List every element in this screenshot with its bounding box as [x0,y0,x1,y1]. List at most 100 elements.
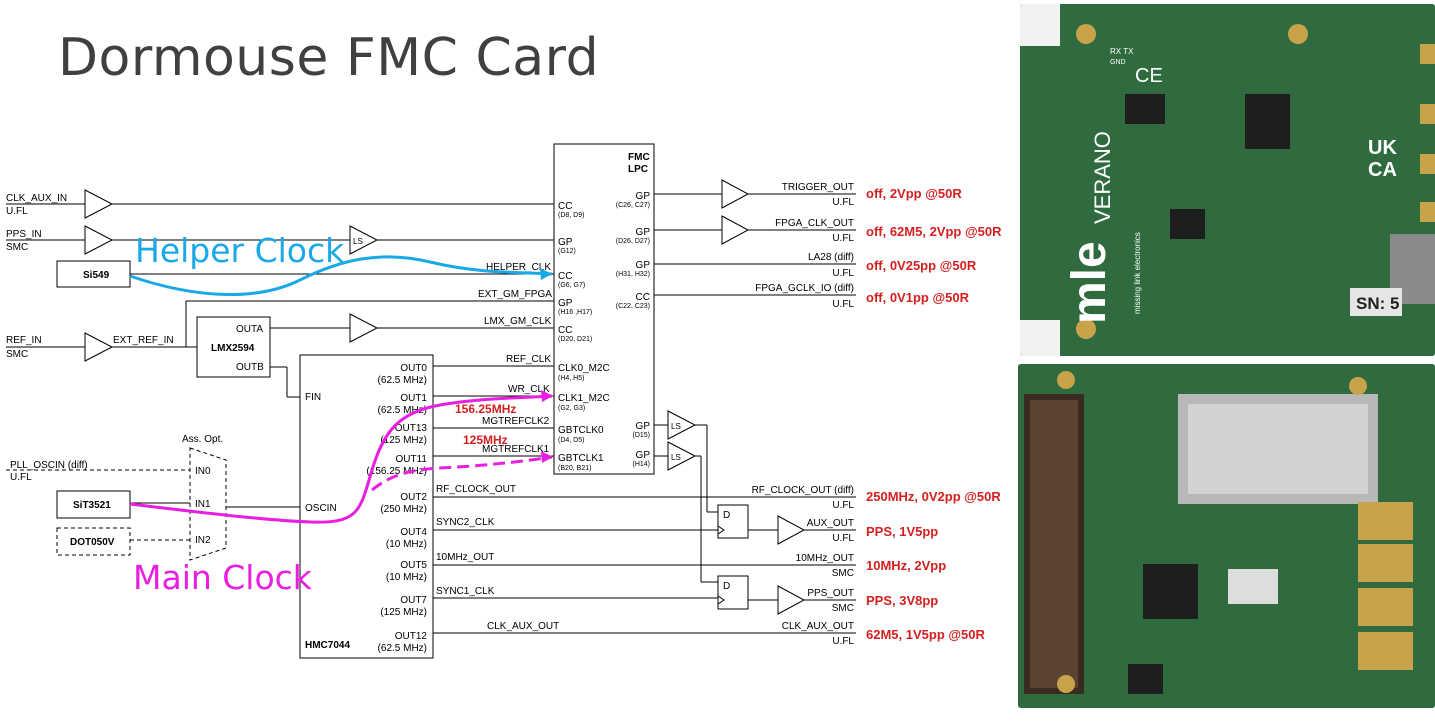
svg-text:IN0: IN0 [195,466,211,477]
svg-text:RX TX: RX TX [1110,47,1134,56]
svg-text:SN: 5: SN: 5 [1356,294,1399,313]
svg-text:RF_CLOCK_OUT: RF_CLOCK_OUT [436,484,516,495]
svg-text:CLK_AUX_OUT: CLK_AUX_OUT [782,621,854,632]
svg-text:GP: GP [636,191,651,202]
chip-icon [1128,664,1163,694]
input-buffer [84,332,114,362]
svg-text:IN1: IN1 [195,499,211,510]
svg-text:SMC: SMC [832,603,854,614]
svg-text:HELPER_CLK: HELPER_CLK [486,262,551,273]
svg-text:off, 2Vpp @50R: off, 2Vpp @50R [866,186,962,201]
si549-chip [56,260,131,288]
chip-icon [1170,209,1205,239]
connector-icon [1020,4,1060,46]
svg-text:(D15): (D15) [632,432,650,439]
svg-text:(250 MHz): (250 MHz) [380,504,427,515]
svg-text:FPGA_GCLK_IO (diff): FPGA_GCLK_IO (diff) [755,283,854,294]
svg-text:U.FL: U.FL [832,233,854,244]
svg-text:LA28 (diff): LA28 (diff) [808,252,854,263]
svg-text:(G6, G7): (G6, G7) [558,282,585,289]
svg-text:MGTREFCLK2: MGTREFCLK2 [482,416,550,427]
input-buffer [84,189,114,219]
svg-text:GND: GND [1110,59,1126,66]
output-specs: off, 2Vpp @50R off, 62M5, 2Vpp @50R off,… [866,186,1002,642]
svg-text:CC: CC [558,325,572,336]
svg-text:LS: LS [671,422,681,431]
svg-text:(10 MHz): (10 MHz) [386,572,427,583]
svg-text:(H14): (H14) [632,461,650,468]
svg-text:VERANO: VERANO [1090,131,1115,224]
svg-text:U.FL: U.FL [832,500,854,511]
svg-text:GP: GP [636,227,651,238]
smc-connector-icon [1358,588,1413,626]
svg-text:FMC: FMC [628,152,650,163]
svg-text:OUT12: OUT12 [395,631,428,642]
svg-text:GP: GP [636,260,651,271]
svg-text:U.FL: U.FL [10,472,32,483]
svg-text:mle: mle [1063,241,1116,324]
svg-text:Ass. Opt.: Ass. Opt. [182,434,223,445]
svg-text:U.FL: U.FL [832,268,854,279]
svg-text:DOT050V: DOT050V [70,537,115,548]
svg-text:(156.25 MHz): (156.25 MHz) [366,466,427,477]
svg-text:10MHz, 2Vpp: 10MHz, 2Vpp [866,558,946,573]
svg-text:OUT11: OUT11 [396,454,428,465]
helper-clock-label: Helper Clock [135,231,345,270]
svg-text:GBTCLK1: GBTCLK1 [558,453,604,464]
smc-connector-icon [1358,632,1413,670]
svg-text:off, 62M5, 2Vpp @50R: off, 62M5, 2Vpp @50R [866,224,1002,239]
svg-text:(62.5 MHz): (62.5 MHz) [378,375,427,386]
flip-flop [717,504,749,539]
svg-text:GP: GP [558,237,573,248]
input-buffer [84,225,114,255]
svg-text:CC: CC [636,292,650,303]
svg-text:OUT5: OUT5 [400,560,427,571]
svg-text:CLK0_M2C: CLK0_M2C [558,363,610,374]
svg-text:OUTB: OUTB [236,362,264,373]
output-buffer [721,179,750,209]
dot050v-chip [56,527,131,556]
svg-text:(62.5 MHz): (62.5 MHz) [378,405,427,416]
level-shifter [667,441,697,471]
main-clock-label: Main Clock [133,558,313,597]
svg-text:(H31, H32): (H31, H32) [616,271,650,278]
svg-text:CLK_AUX_OUT: CLK_AUX_OUT [487,621,559,632]
svg-text:PPS_IN: PPS_IN [6,229,42,240]
output-buffer [349,313,379,343]
svg-text:(C22, C23): (C22, C23) [616,303,650,310]
svg-text:(D20, D21): (D20, D21) [558,336,592,343]
input-pps-in: PPS_IN SMC LS [6,225,554,255]
svg-text:CA: CA [1368,159,1397,181]
lmx2594-chip [196,316,271,378]
svg-text:(125 MHz): (125 MHz) [380,607,427,618]
svg-text:10MHz_OUT: 10MHz_OUT [796,553,854,564]
svg-text:SiT3521: SiT3521 [73,500,111,511]
svg-text:U.FL: U.FL [832,636,854,647]
page-title: Dormouse FMC Card [58,28,600,88]
arrow-icon [541,390,553,402]
svg-text:(H4, H5): (H4, H5) [558,375,584,382]
svg-text:PPS, 1V5pp: PPS, 1V5pp [866,524,938,539]
svg-text:MGTREFCLK1: MGTREFCLK1 [482,444,550,455]
svg-text:(H16 ,H17): (H16 ,H17) [558,309,592,316]
svg-text:LMX2594: LMX2594 [211,343,255,354]
svg-text:GP: GP [558,298,573,309]
svg-text:OSCIN: OSCIN [305,503,337,514]
svg-text:GP: GP [636,421,651,432]
svg-text:AUX_OUT: AUX_OUT [807,518,854,529]
output-buffer [777,515,806,545]
svg-text:off, 0V25pp @50R: off, 0V25pp @50R [866,258,977,273]
svg-text:SYNC1_CLK: SYNC1_CLK [436,586,495,597]
svg-text:U.FL: U.FL [6,206,28,217]
svg-text:LMX_GM_CLK: LMX_GM_CLK [484,316,552,327]
svg-text:OUT13: OUT13 [395,423,428,434]
input-ref-in: REF_IN SMC EXT_REF_IN [6,332,197,362]
svg-text:Si549: Si549 [83,270,110,281]
svg-text:UK: UK [1368,137,1397,159]
svg-text:GBTCLK0: GBTCLK0 [558,425,604,436]
svg-text:(D26, D27): (D26, D27) [616,238,650,245]
svg-text:SMC: SMC [6,349,28,360]
svg-text:(C26, C27): (C26, C27) [616,202,650,209]
svg-text:off, 0V1pp @50R: off, 0V1pp @50R [866,290,970,305]
svg-text:LS: LS [671,453,681,462]
